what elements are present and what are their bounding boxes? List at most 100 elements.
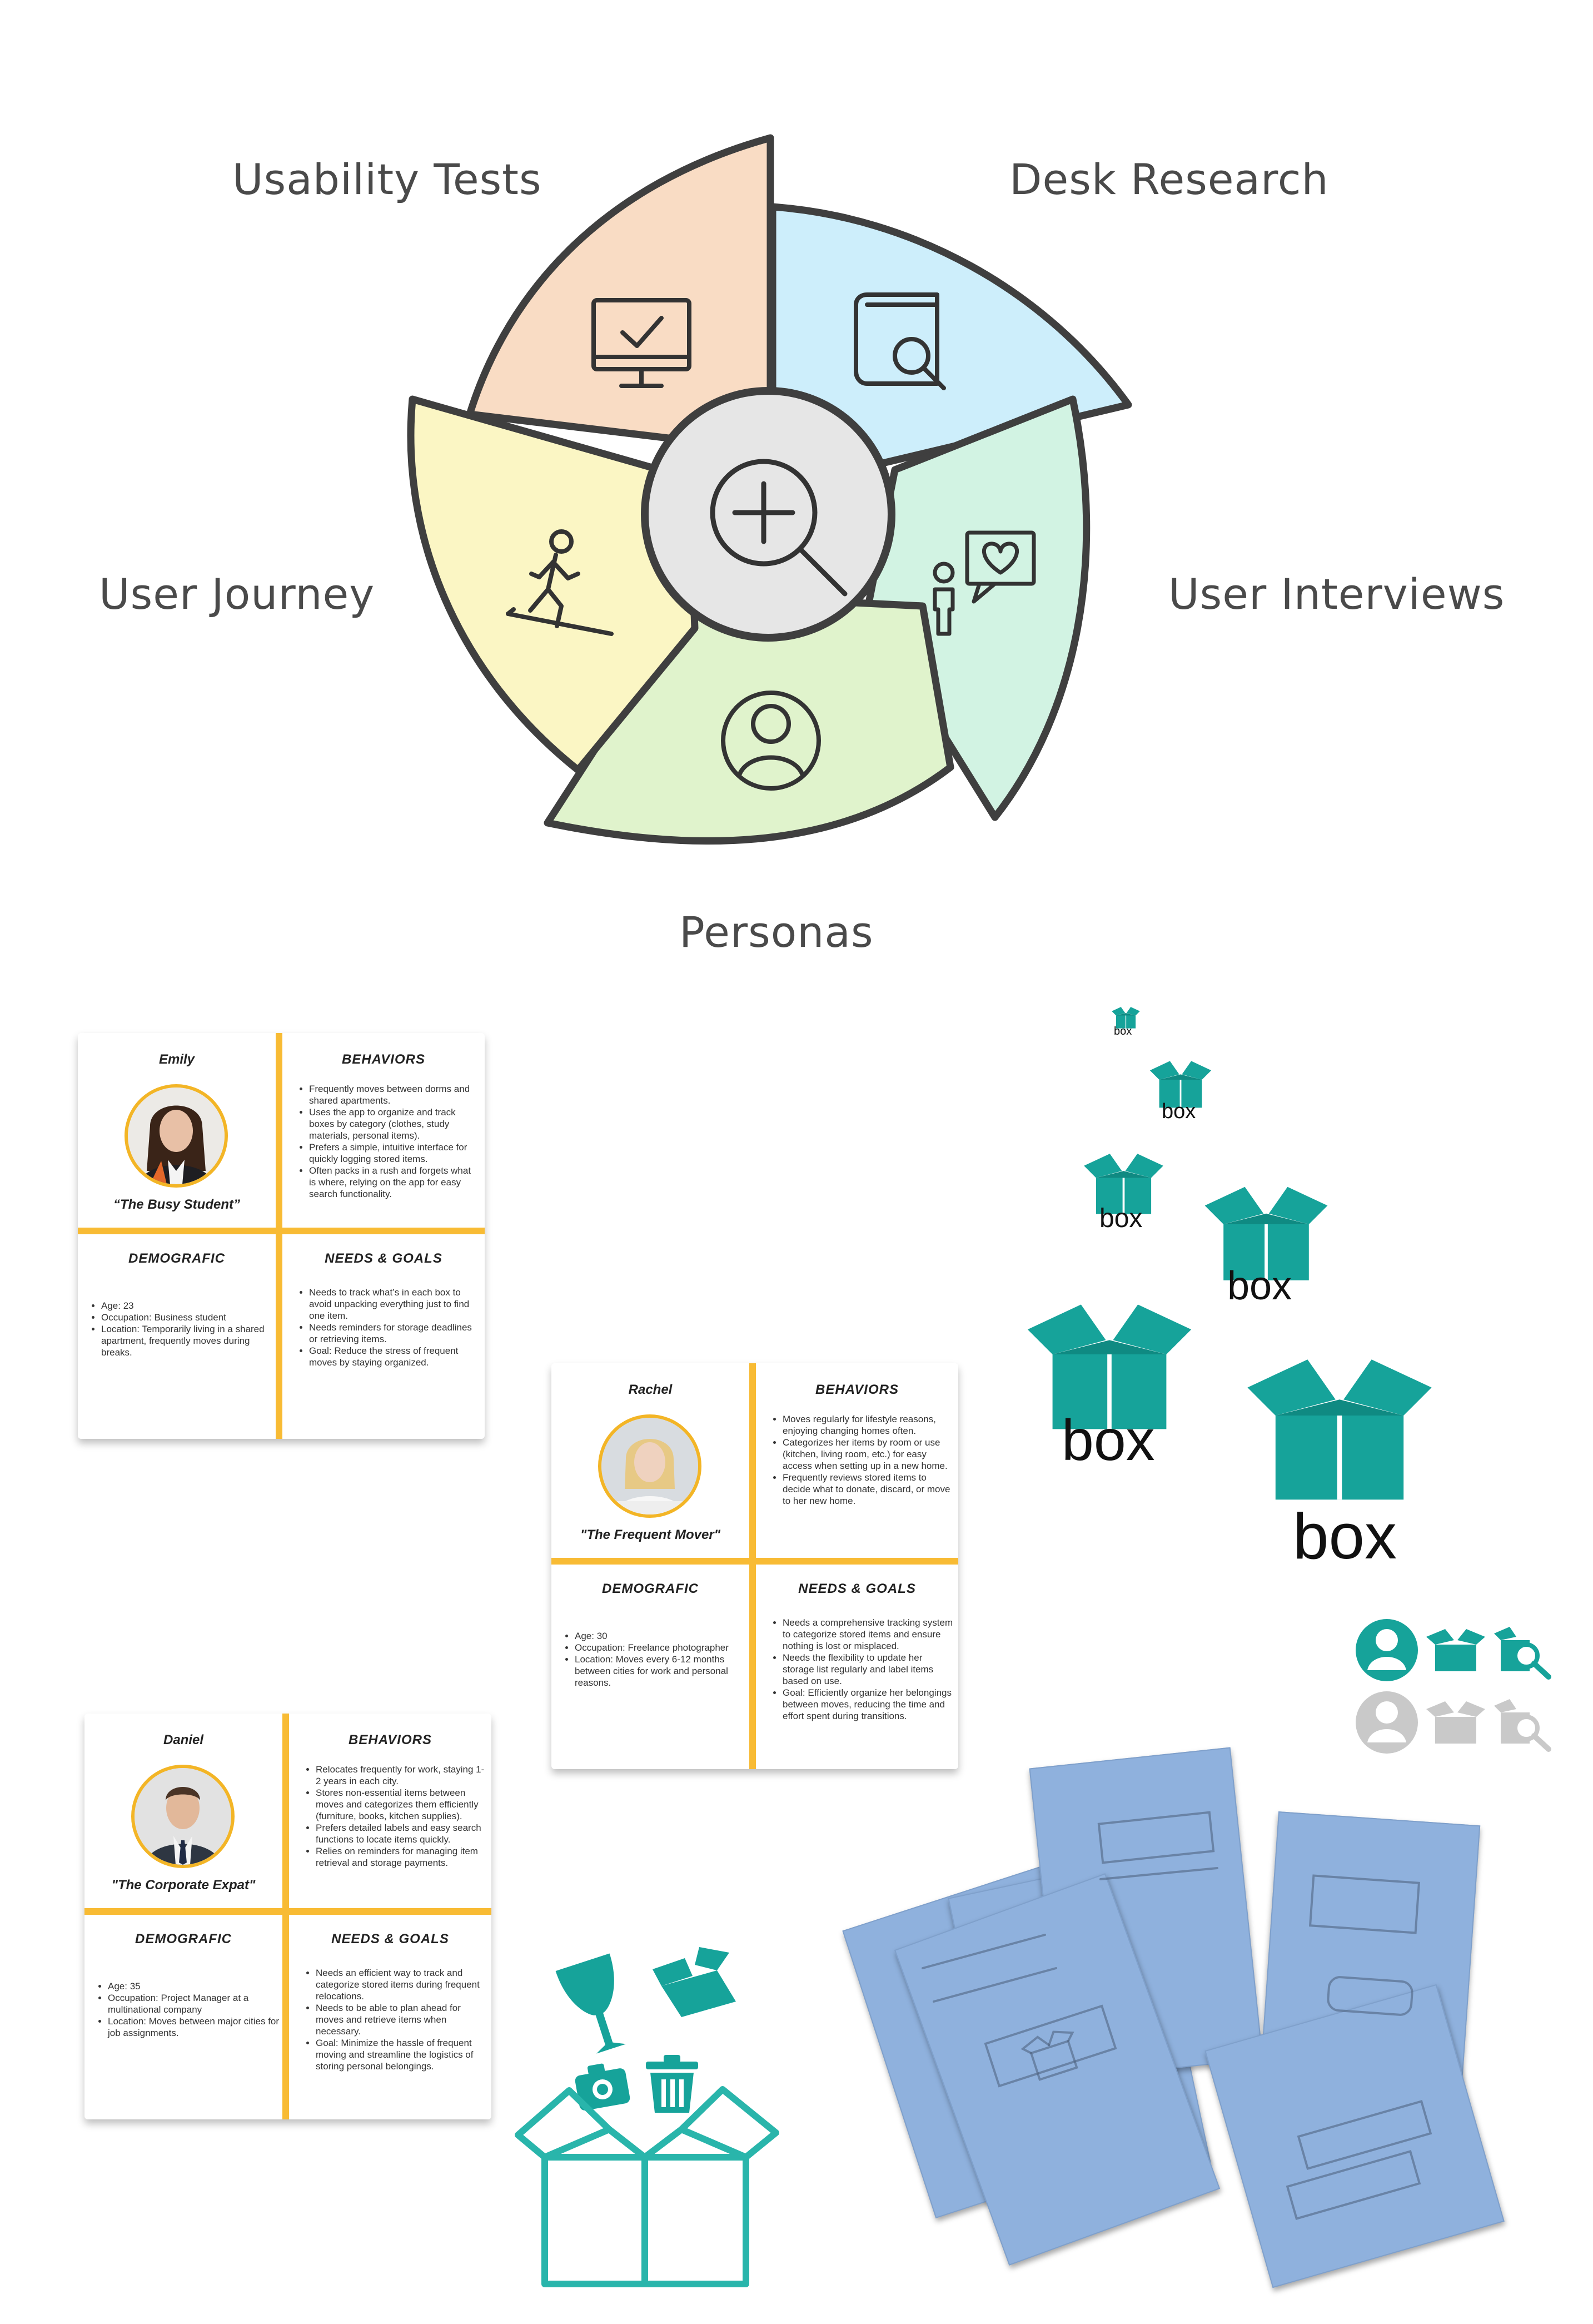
label-user-journey: User Journey: [99, 569, 375, 619]
behaviors-section: BEHAVIORS Relocates frequently for work,…: [289, 1714, 491, 1908]
avatar: [125, 1084, 228, 1188]
list-item: Frequently reviews stored items to decid…: [783, 1472, 952, 1507]
needs-goals-list: Needs to track what’s in each box to avo…: [297, 1287, 481, 1368]
demographic-list: Age: 23 Occupation: Business student Loc…: [89, 1300, 273, 1358]
demographic-title: DEMOGRAFIC: [128, 1251, 225, 1266]
list-item: Location: Moves every 6-12 months betwee…: [575, 1653, 747, 1689]
box-search-icon-inactive: [1494, 1699, 1551, 1752]
card-divider-horizontal: [551, 1558, 958, 1565]
list-item: Needs a comprehensive tracking system to…: [783, 1617, 955, 1652]
needs-goals-list: Needs an efficient way to track and cate…: [303, 1967, 488, 2072]
demographic-list: Age: 30 Occupation: Freelance photograph…: [562, 1630, 747, 1689]
list-item: Age: 23: [101, 1300, 273, 1312]
demographic-list: Age: 35 Occupation: Project Manager at a…: [96, 1980, 280, 2039]
logo-text-l: box: [1227, 1264, 1292, 1308]
persona-card-emily: Emily “The Busy Student” BEHAVIORS Frequ…: [78, 1033, 485, 1439]
logo-text-s: box: [1162, 1100, 1196, 1123]
list-item: Moves regularly for lifestyle reasons, e…: [783, 1413, 952, 1437]
list-item: Stores non-essential items between moves…: [316, 1787, 485, 1822]
monitor-check-icon: [591, 298, 691, 388]
logo-text-m: box: [1099, 1204, 1143, 1233]
label-desk-research: Desk Research: [1009, 155, 1329, 204]
needs-goals-title: NEEDS & GOALS: [331, 1931, 449, 1946]
segment-personas: [544, 591, 954, 845]
needs-goals-title: NEEDS & GOALS: [325, 1251, 442, 1266]
list-item: Categorizes her items by room or use (ki…: [783, 1437, 952, 1472]
avatar: [598, 1414, 701, 1518]
list-item: Needs an efficient way to track and cate…: [316, 1967, 488, 2002]
user-icon-inactive: [1356, 1691, 1418, 1754]
trash-icon: [646, 2055, 698, 2113]
segment-usability-tests: [466, 134, 774, 454]
persona-profile: Daniel "The Corporate Expat": [84, 1714, 282, 1908]
behaviors-list: Moves regularly for lifestyle reasons, e…: [770, 1413, 952, 1507]
list-item: Location: Temporarily living in a shared…: [101, 1323, 273, 1358]
open-box-outline: [515, 2086, 779, 2287]
needs-goals-section: NEEDS & GOALS Needs a comprehensive trac…: [756, 1565, 958, 1769]
person-chat-heart-icon: [933, 530, 1036, 636]
demographic-section: DEMOGRAFIC Age: 35 Occupation: Project M…: [84, 1915, 282, 2119]
paper-sketches: [812, 1735, 1590, 2324]
needs-goals-section: NEEDS & GOALS Needs to track what’s in e…: [282, 1234, 485, 1439]
label-personas: Personas: [679, 907, 874, 957]
segment-user-journey: [407, 395, 699, 774]
avatar: [131, 1765, 235, 1868]
sketch-lines: [922, 1811, 1432, 2221]
list-item: Relocates frequently for work, staying 1…: [316, 1764, 485, 1787]
behaviors-section: BEHAVIORS Moves regularly for lifestyle …: [756, 1363, 958, 1558]
box-search-icon: [1494, 1627, 1551, 1680]
list-item: Age: 35: [108, 1980, 280, 1992]
list-item: Goal: Minimize the hassle of frequent mo…: [316, 2037, 488, 2072]
card-divider-vertical: [276, 1033, 282, 1439]
list-item: Needs reminders for storage deadlines or…: [309, 1322, 481, 1345]
small-box-icon: [653, 1947, 736, 2017]
persona-quote: “The Busy Student”: [113, 1197, 240, 1212]
list-item: Relies on reminders for managing item re…: [316, 1845, 485, 1869]
needs-goals-section: NEEDS & GOALS Needs an efficient way to …: [289, 1915, 491, 2119]
list-item: Frequently moves between dorms and share…: [309, 1083, 478, 1106]
demographic-section: DEMOGRAFIC Age: 30 Occupation: Freelance…: [551, 1565, 749, 1769]
box-icon-inactive: [1426, 1701, 1485, 1744]
persona-name: Rachel: [628, 1382, 673, 1397]
list-item: Occupation: Business student: [101, 1312, 273, 1323]
list-item: Uses the app to organize and track boxes…: [309, 1106, 478, 1141]
persona-card-daniel: Daniel "The Corporate Expat" BEHAVIORS R…: [84, 1714, 491, 2119]
persona-quote: "The Frequent Mover": [580, 1527, 721, 1542]
label-user-interviews: User Interviews: [1168, 569, 1505, 619]
card-divider-horizontal: [78, 1228, 485, 1234]
card-divider-horizontal: [84, 1908, 491, 1915]
list-item: Prefers detailed labels and easy search …: [316, 1822, 485, 1845]
list-item: Occupation: Freelance photographer: [575, 1642, 747, 1653]
card-divider-vertical: [282, 1714, 289, 2119]
persona-profile: Rachel "The Frequent Mover": [551, 1363, 749, 1558]
behaviors-list: Relocates frequently for work, staying 1…: [303, 1764, 485, 1869]
persona-profile: Emily “The Busy Student”: [78, 1033, 276, 1228]
persona-name: Emily: [158, 1052, 195, 1067]
needs-goals-title: NEEDS & GOALS: [798, 1581, 916, 1596]
list-item: Prefers a simple, intuitive interface fo…: [309, 1141, 478, 1165]
label-usability-tests: Usability Tests: [232, 155, 542, 204]
demographic-title: DEMOGRAFIC: [135, 1931, 232, 1946]
user-icon: [1356, 1619, 1418, 1681]
list-item: Often packs in a rush and forgets what i…: [309, 1165, 478, 1200]
behaviors-title: BEHAVIORS: [349, 1732, 432, 1747]
demographic-title: DEMOGRAFIC: [602, 1581, 699, 1596]
book-search-icon: [854, 292, 946, 390]
behaviors-title: BEHAVIORS: [815, 1382, 899, 1397]
broken-glass-icon: [555, 1953, 626, 2054]
needs-goals-list: Needs a comprehensive tracking system to…: [770, 1617, 955, 1722]
card-divider-vertical: [749, 1363, 756, 1769]
persona-quote: "The Corporate Expat": [111, 1878, 256, 1893]
logo-text-xs: box: [1114, 1025, 1132, 1037]
list-item: Goal: Efficiently organize her belonging…: [783, 1687, 955, 1722]
camera-icon: [575, 2063, 630, 2111]
logo-text-xxl: box: [1293, 1500, 1397, 1572]
list-item: Age: 30: [575, 1630, 747, 1642]
persona-card-rachel: Rachel "The Frequent Mover" BEHAVIORS Mo…: [551, 1363, 958, 1769]
segment-user-interviews: [863, 395, 1091, 821]
list-item: Needs to be able to plan ahead for moves…: [316, 2002, 488, 2037]
